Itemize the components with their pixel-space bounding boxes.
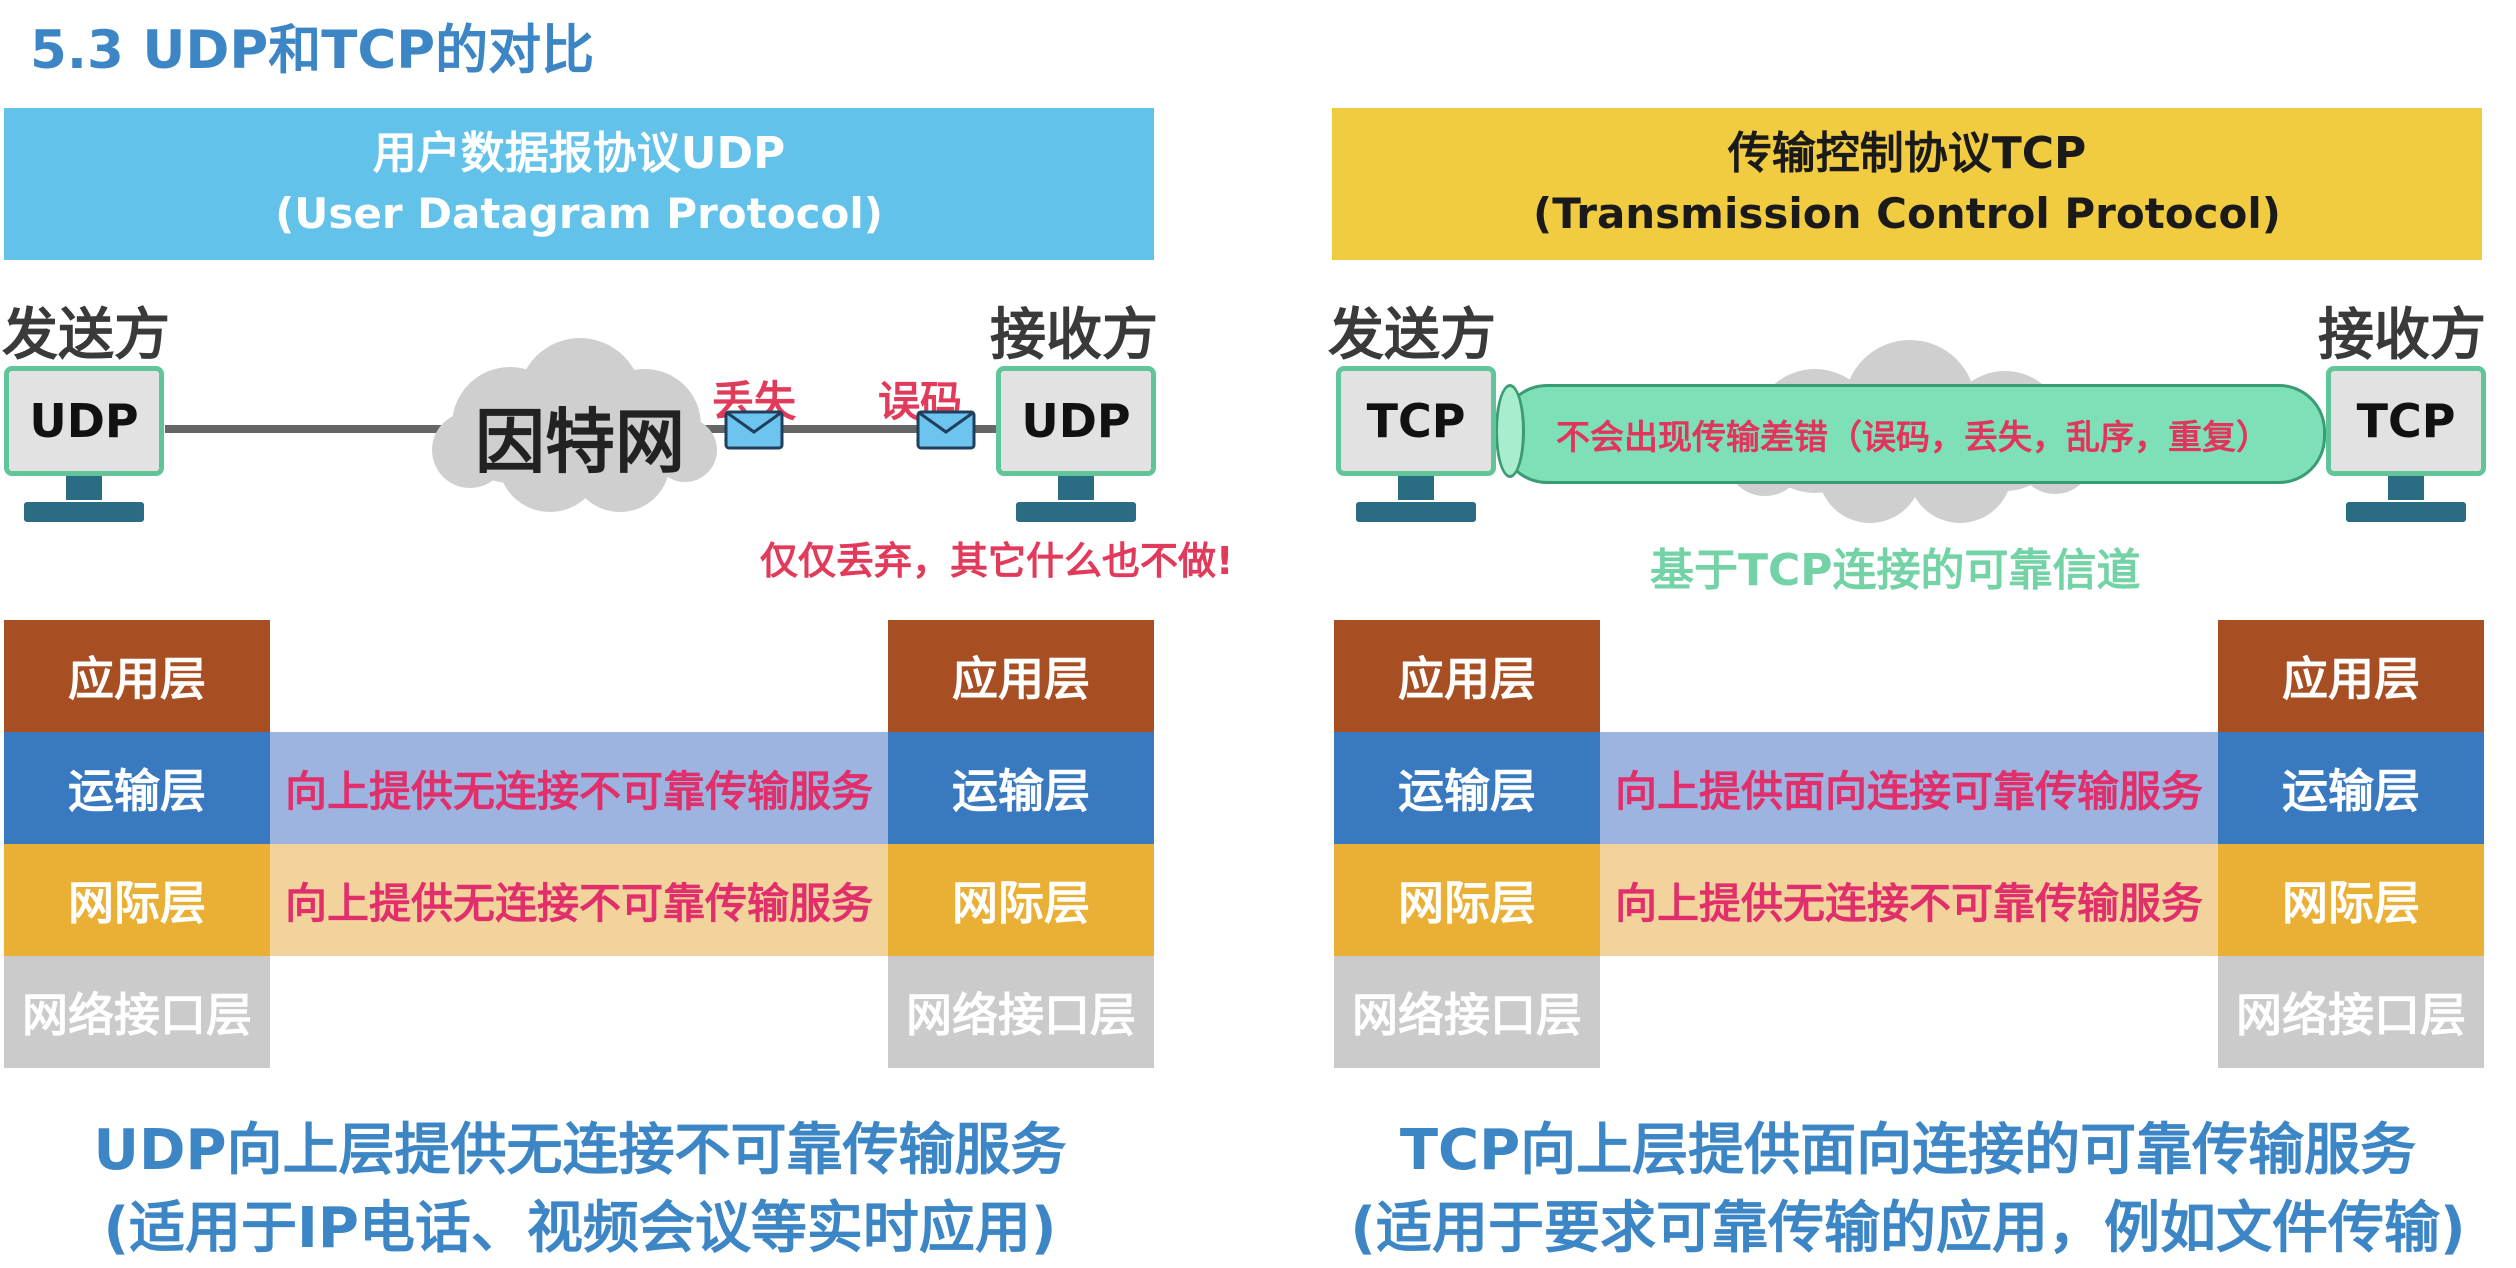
tcp-receiver-screen: TCP bbox=[2326, 366, 2486, 476]
tcp-network-service-band: 向上提供无连接不可靠传输服务 bbox=[1600, 844, 2218, 956]
tcp-pipe-end-cap bbox=[1495, 384, 1525, 478]
tcp-sender-computer-icon: TCP bbox=[1336, 366, 1496, 526]
udp-receiver-application-layer: 应用层 bbox=[888, 620, 1154, 732]
udp-sender-label: 发送方 bbox=[2, 303, 170, 368]
udp-sender-screen: UDP bbox=[4, 366, 164, 476]
udp-receiver-screen: UDP bbox=[996, 366, 1156, 476]
tcp-summary: TCP向上层提供面向连接的可靠传输服务 (适用于要求可靠传输的应用，例如文件传输… bbox=[1300, 1112, 2516, 1268]
tcp-receiver-computer-icon: TCP bbox=[2326, 366, 2486, 526]
envelope-icon bbox=[724, 410, 784, 450]
tcp-banner-title: 传输控制协议TCP bbox=[1727, 128, 2087, 179]
udp-internet-cloud-icon bbox=[432, 338, 717, 512]
udp-banner-title: 用户数据报协议UDP bbox=[372, 128, 786, 179]
udp-banner: 用户数据报协议UDP (User Datagram Protocol) bbox=[4, 108, 1154, 260]
udp-discard-note: 仅仅丢弃，其它什么也不做! bbox=[760, 539, 1234, 583]
udp-receiver-link-layer: 网络接口层 bbox=[888, 956, 1154, 1068]
udp-sender-network-layer: 网际层 bbox=[4, 844, 270, 956]
tcp-sender-label: 发送方 bbox=[1328, 303, 1496, 368]
udp-sender-computer-icon: UDP bbox=[4, 366, 164, 526]
udp-internet-label: 因特网 bbox=[475, 401, 685, 483]
udp-receiver-label: 接收方 bbox=[990, 303, 1158, 368]
udp-banner-subtitle: (User Datagram Protocol) bbox=[275, 189, 883, 238]
tcp-reliable-pipe: 不会出现传输差错（误码，丢失，乱序，重复） bbox=[1500, 384, 2326, 484]
tcp-channel-caption: 基于TCP连接的可靠信道 bbox=[1650, 545, 2141, 596]
tcp-sender-network-layer: 网际层 bbox=[1334, 844, 1600, 956]
tcp-receiver-application-layer: 应用层 bbox=[2218, 620, 2484, 732]
udp-receiver-computer-icon: UDP bbox=[996, 366, 1156, 526]
udp-transport-service-band: 向上提供无连接不可靠传输服务 bbox=[270, 732, 888, 844]
tcp-banner: 传输控制协议TCP (Transmission Control Protocol… bbox=[1332, 108, 2482, 260]
tcp-receiver-transport-layer: 运输层 bbox=[2218, 732, 2484, 844]
udp-sender-transport-layer: 运输层 bbox=[4, 732, 270, 844]
tcp-sender-application-layer: 应用层 bbox=[1334, 620, 1600, 732]
tcp-receiver-label: 接收方 bbox=[2318, 303, 2486, 368]
tcp-summary-line1: TCP向上层提供面向连接的可靠传输服务 bbox=[1399, 1118, 2417, 1183]
udp-receiver-network-layer: 网际层 bbox=[888, 844, 1154, 956]
tcp-transport-service-band: 向上提供面向连接可靠传输服务 bbox=[1600, 732, 2218, 844]
udp-summary-line2: (适用于IP电话、视频会议等实时应用) bbox=[103, 1196, 1057, 1261]
tcp-sender-transport-layer: 运输层 bbox=[1334, 732, 1600, 844]
tcp-banner-subtitle: (Transmission Control Protocol) bbox=[1533, 189, 2281, 238]
udp-sender-application-layer: 应用层 bbox=[4, 620, 270, 732]
page-title: 5.3 UDP和TCP的对比 bbox=[30, 20, 595, 81]
tcp-receiver-link-layer: 网络接口层 bbox=[2218, 956, 2484, 1068]
udp-sender-link-layer: 网络接口层 bbox=[4, 956, 270, 1068]
udp-summary-line1: UDP向上层提供无连接不可靠传输服务 bbox=[93, 1118, 1067, 1183]
tcp-sender-link-layer: 网络接口层 bbox=[1334, 956, 1600, 1068]
tcp-summary-line2: (适用于要求可靠传输的应用，例如文件传输) bbox=[1350, 1196, 2466, 1261]
envelope-icon bbox=[916, 410, 976, 450]
tcp-receiver-network-layer: 网际层 bbox=[2218, 844, 2484, 956]
udp-network-service-band: 向上提供无连接不可靠传输服务 bbox=[270, 844, 888, 956]
tcp-sender-screen: TCP bbox=[1336, 366, 1496, 476]
udp-summary: UDP向上层提供无连接不可靠传输服务 (适用于IP电话、视频会议等实时应用) bbox=[0, 1112, 1160, 1268]
udp-receiver-transport-layer: 运输层 bbox=[888, 732, 1154, 844]
